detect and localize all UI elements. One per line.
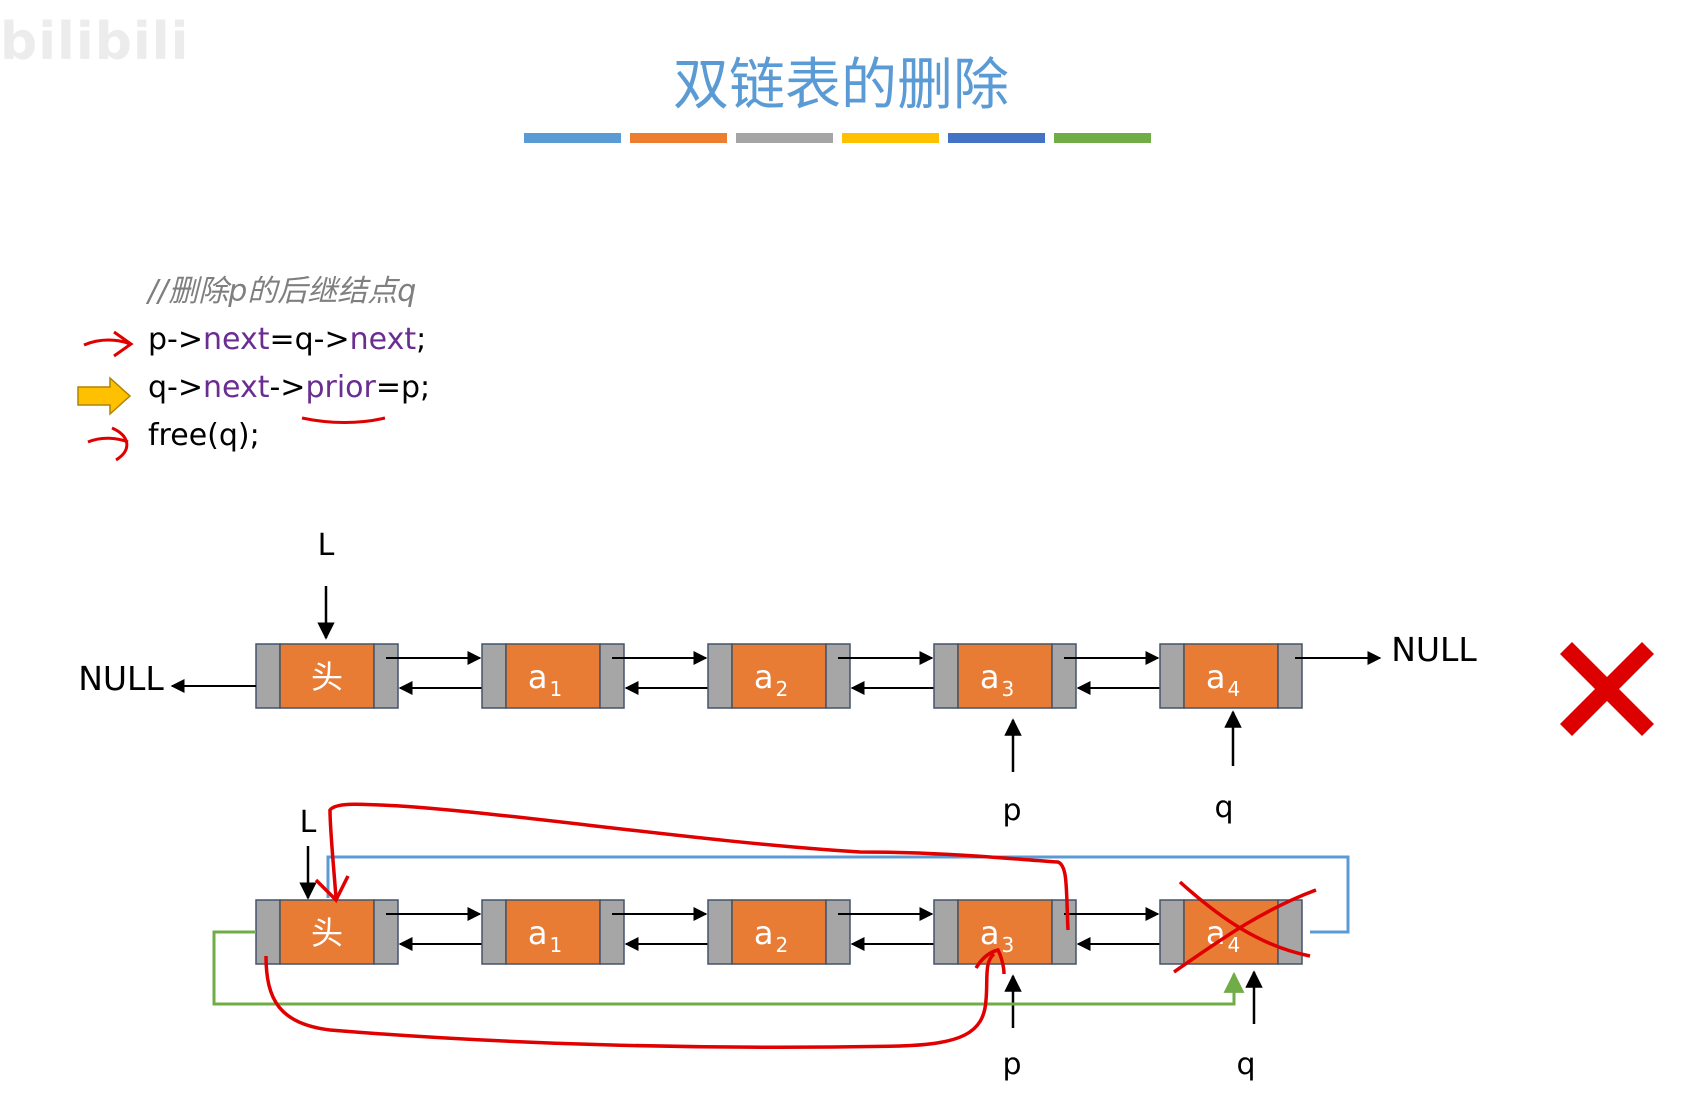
q-label-top: q [1214,790,1233,825]
wrong-cross-icon [1559,641,1655,737]
color-bar-5 [948,133,1045,143]
code-block: //删除p的后继结点q p->next=q->next; q->next->pr… [148,268,430,460]
null-left-label: NULL [78,659,164,698]
red-arrow-mark-2 [87,426,129,462]
after-node-label-0: 头 [311,914,343,952]
slide-title: 双链表的删除 [673,53,1009,118]
code-line-1: p->next=q->next; [148,322,427,357]
color-bar-strip [524,133,1151,143]
p-label-bottom: p [1002,1047,1021,1082]
blue-next-link [326,855,1350,934]
red-stroke-a3-to-head [328,802,1070,931]
color-bar-2 [630,133,727,143]
p-label-top: p [1002,793,1021,828]
code-line-3: free(q); [148,418,260,453]
color-bar-4 [842,133,939,143]
after-node-head: 头 [255,899,399,965]
code-line-2: q->next->prior=p; [148,370,431,405]
code-annotations [77,330,386,462]
red-cross-a4 [1173,880,1317,974]
color-bar-3 [736,133,833,143]
code-comment: //删除p的后继结点q [148,274,417,309]
null-right-label: NULL [1391,630,1477,669]
before-node-label-0: 头 [311,658,343,696]
bilibili-watermark: bilibili [0,12,190,72]
red-underline-prior [301,416,386,424]
q-label-bottom: q [1236,1047,1255,1082]
color-bar-1 [524,133,621,143]
yellow-arrow-marker [77,376,132,416]
red-arrow-mark-1 [83,330,134,358]
head-pointer-label-bottom: L [300,805,317,840]
head-pointer-label: L [318,528,335,563]
before-node-head: 头 [255,643,399,709]
color-bar-6 [1054,133,1151,143]
red-stroke-head-to-a3 [264,952,996,1049]
green-prior-link [212,930,1245,1006]
red-hand-annotations [264,802,1317,1049]
